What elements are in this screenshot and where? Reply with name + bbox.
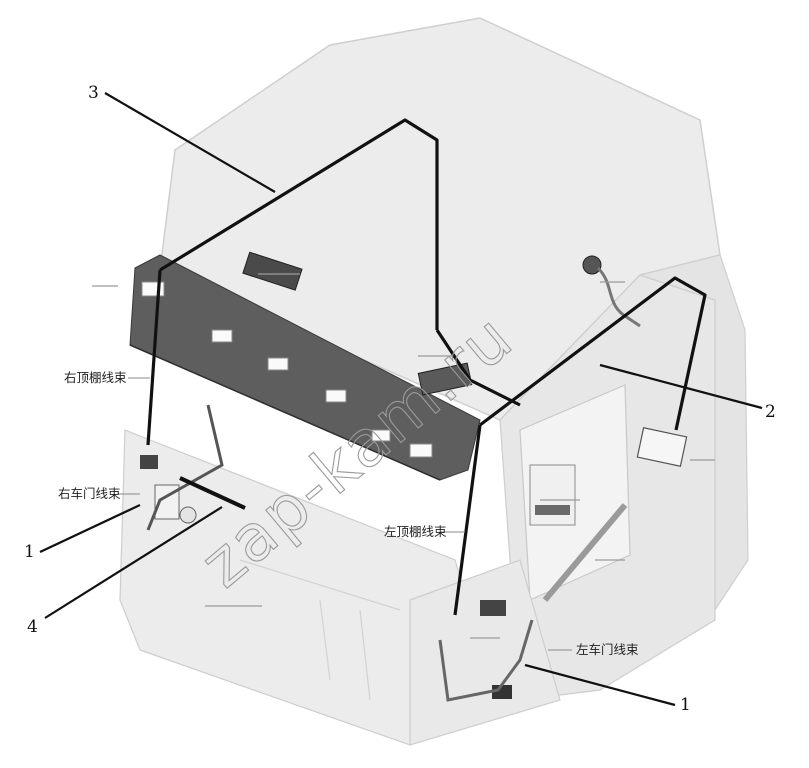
callout-1-left: 1 [24, 542, 35, 562]
callout-3: 3 [88, 83, 99, 103]
console-lamp-1 [141, 281, 165, 297]
left-control-box [529, 464, 576, 526]
roof-center-module [417, 362, 473, 396]
windshield-lower-edge [129, 344, 441, 481]
label-right-roof-harness: 右顶棚线束 [64, 370, 127, 385]
roof-antenna-connector [582, 255, 602, 275]
right-door-speaker [179, 506, 197, 524]
left-door-switch [480, 600, 506, 616]
cab-floor-lines [239, 559, 401, 701]
callout-4: 4 [27, 617, 38, 637]
label-left-door-harness: 左车门线束 [576, 642, 639, 657]
console-lamp-5 [371, 429, 391, 442]
leader-1-left [39, 504, 141, 553]
console-lamp-3 [267, 357, 289, 371]
roof-antenna-cable [596, 266, 641, 328]
harness-2-cross [435, 329, 521, 407]
leader-3 [104, 92, 276, 193]
callout-2: 2 [765, 402, 776, 422]
leader-1-right [524, 663, 676, 707]
leader-2 [599, 363, 763, 410]
rear-reading-lamp [636, 427, 688, 467]
leader-4 [44, 506, 223, 619]
label-left-roof-harness: 左顶棚线束 [384, 524, 447, 539]
console-lamp-6 [409, 443, 433, 458]
fine-print-marks [92, 273, 715, 639]
left-control-box-band [535, 505, 570, 515]
callout-1-right: 1 [680, 695, 691, 715]
harness-2 [479, 276, 707, 431]
console-lamp-4 [325, 389, 347, 403]
left-roof-harness-drop [453, 424, 482, 616]
left-door-ground-block [492, 685, 512, 699]
roof-dome-lamp [242, 251, 303, 291]
harness-3 [159, 118, 439, 330]
gear-lever [542, 503, 628, 602]
harness-1-left-door [438, 619, 534, 702]
harness-4 [179, 476, 246, 510]
harness-3-drop [146, 269, 162, 446]
right-door-switch [140, 455, 158, 469]
label-right-door-harness: 右车门线束 [58, 486, 121, 501]
console-lamp-2 [211, 329, 233, 343]
